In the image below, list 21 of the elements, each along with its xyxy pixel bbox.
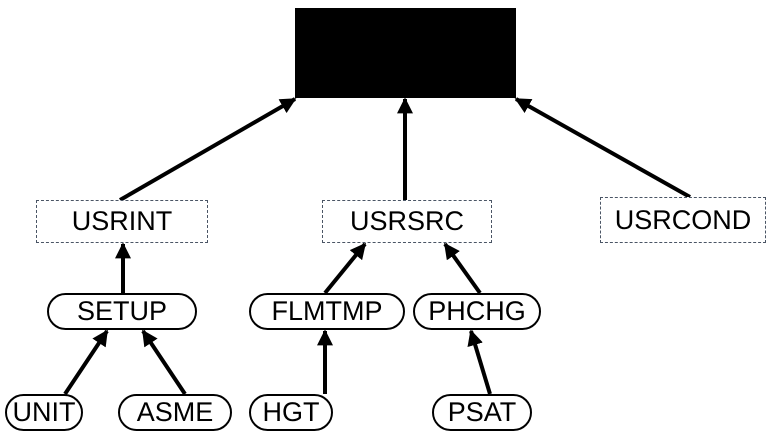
arrow bbox=[514, 97, 691, 199]
rounded-box: UNIT bbox=[5, 394, 83, 431]
arrow bbox=[468, 329, 492, 395]
arrow bbox=[443, 242, 482, 294]
rounded-box: HGT bbox=[249, 394, 333, 431]
process-box: USRCOND bbox=[600, 197, 766, 243]
rounded-box: FLMTMP bbox=[249, 293, 405, 330]
rounded-box: ASME bbox=[118, 394, 232, 431]
filled-box bbox=[295, 8, 516, 98]
process-box: USRINT bbox=[36, 200, 208, 243]
rounded-box: PSAT bbox=[432, 394, 532, 431]
arrow bbox=[397, 97, 413, 200]
arrow bbox=[141, 330, 187, 396]
rounded-box: PHCHG bbox=[413, 293, 541, 330]
rounded-box: SETUP bbox=[47, 293, 197, 330]
arrow bbox=[323, 242, 367, 294]
process-box: USRSRC bbox=[322, 200, 492, 243]
arrow bbox=[63, 330, 109, 396]
arrow bbox=[119, 97, 296, 202]
arrow bbox=[317, 329, 333, 394]
arrow bbox=[115, 242, 131, 293]
